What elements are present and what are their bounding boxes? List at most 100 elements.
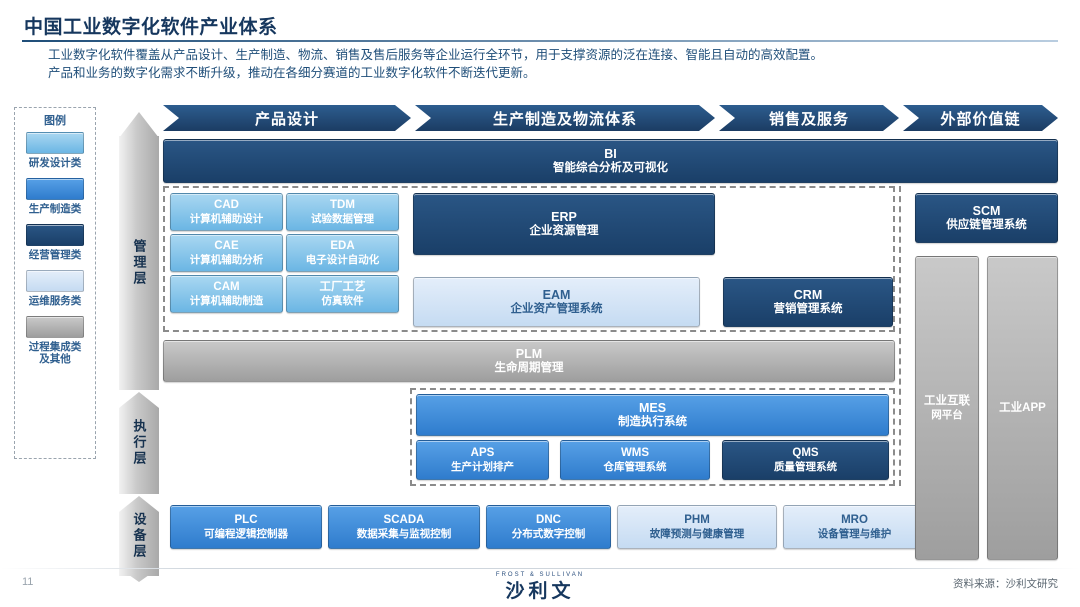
title-divider <box>22 40 1058 42</box>
node-crm-abbr: CRM <box>793 288 823 302</box>
node-cae-cn: 计算机辅助分析 <box>189 254 264 266</box>
legend-swatch-manufacturing <box>26 178 84 200</box>
legend-label-management: 经营管理类 <box>28 249 82 261</box>
node-tdm[interactable]: TDM 试验数据管理 <box>286 193 399 231</box>
node-eam[interactable]: EAM 企业资产管理系统 <box>413 277 700 327</box>
node-tdm-cn: 试验数据管理 <box>311 213 374 225</box>
page-subtitle: 工业数字化软件覆盖从产品设计、生产制造、物流、销售及售后服务等企业运行全环节，用… <box>48 46 1058 82</box>
legend-swatch-process <box>26 316 84 338</box>
node-cad-abbr: CAD <box>214 199 239 211</box>
node-mes-cn: 制造执行系统 <box>618 416 687 428</box>
node-wms[interactable]: WMS 仓库管理系统 <box>560 440 710 480</box>
subtitle-line-2: 产品和业务的数字化需求不断升级，推动在各细分赛道的工业数字化软件不断迭代更新。 <box>48 66 536 80</box>
node-industrial-internet-platform[interactable]: 工业互联 网平台 <box>915 256 979 560</box>
node-dnc-cn: 分布式数字控制 <box>511 528 586 540</box>
group-execution-row <box>410 388 895 486</box>
node-phm[interactable]: PHM 故障预测与健康管理 <box>617 505 777 549</box>
layer-execution: 执行层 <box>119 392 159 494</box>
node-scm-abbr: SCM <box>972 204 1001 218</box>
legend-label-ops: 运维服务类 <box>28 295 82 307</box>
node-industrial-app[interactable]: 工业APP <box>987 256 1058 560</box>
node-iiot-abbr: 工业互联 <box>924 395 970 407</box>
node-erp-abbr: ERP <box>551 210 577 224</box>
divider-external-chain <box>899 186 901 486</box>
node-cae[interactable]: CAE 计算机辅助分析 <box>170 234 283 272</box>
node-erp-cn: 企业资源管理 <box>529 225 599 237</box>
layer-management: 管理层 <box>119 136 159 390</box>
subtitle-line-1: 工业数字化软件覆盖从产品设计、生产制造、物流、销售及售后服务等企业运行全环节，用… <box>48 48 824 62</box>
page-title: 中国工业数字化软件产业体系 <box>24 17 278 38</box>
node-crm-cn: 营销管理系统 <box>773 303 843 315</box>
node-mro-abbr: MRO <box>841 514 868 526</box>
node-bi-abbr: BI <box>604 147 617 161</box>
node-dnc-abbr: DNC <box>536 514 561 526</box>
node-scm[interactable]: SCM 供应链管理系统 <box>915 193 1058 243</box>
node-scada-cn: 数据采集与监视控制 <box>356 528 452 540</box>
node-plm[interactable]: PLM 生命周期管理 <box>163 340 895 382</box>
node-phm-abbr: PHM <box>684 514 710 526</box>
brand-logo: FROST & SULLIVAN 沙利文 <box>0 572 1080 603</box>
legend-title: 图例 <box>44 115 66 127</box>
node-plc-abbr: PLC <box>234 514 258 526</box>
node-mro[interactable]: MRO 设备管理与维护 <box>783 505 926 549</box>
layer-equipment: 设备层 <box>119 496 159 576</box>
node-erp[interactable]: ERP 企业资源管理 <box>413 193 715 255</box>
node-fps-cn: 仿真软件 <box>321 295 364 307</box>
node-qms-abbr: QMS <box>792 447 819 459</box>
legend-swatch-management <box>26 224 84 246</box>
node-eam-cn: 企业资产管理系统 <box>510 303 603 315</box>
layer-arrow: 管理层 执行层 设备层 <box>119 112 159 582</box>
node-eam-abbr: EAM <box>542 288 571 302</box>
phase-sales-service: 销售及服务 <box>719 105 899 131</box>
node-aps[interactable]: APS 生产计划排产 <box>416 440 549 480</box>
node-scada[interactable]: SCADA 数据采集与监视控制 <box>328 505 480 549</box>
legend-label-rd: 研发设计类 <box>28 157 82 169</box>
node-eda[interactable]: EDA 电子设计自动化 <box>286 234 399 272</box>
node-bi-cn: 智能综合分析及可视化 <box>553 162 668 174</box>
footer-divider <box>0 568 1080 569</box>
brand-name-cn: 沙利文 <box>505 581 575 602</box>
node-iiot-cn: 网平台 <box>931 409 963 421</box>
legend-swatch-ops <box>26 270 84 292</box>
node-qms[interactable]: QMS 质量管理系统 <box>722 440 889 480</box>
node-cam[interactable]: CAM 计算机辅助制造 <box>170 275 283 313</box>
node-fps-abbr: 工厂工艺 <box>319 281 366 293</box>
node-scada-abbr: SCADA <box>383 514 425 526</box>
node-phm-cn: 故障预测与健康管理 <box>649 528 745 540</box>
node-aps-cn: 生产计划排产 <box>451 461 514 473</box>
legend-panel: 图例 研发设计类 生产制造类 经营管理类 运维服务类 过程集成类 及其他 <box>14 107 96 459</box>
node-plm-cn: 生命周期管理 <box>494 362 564 374</box>
node-mes[interactable]: MES 制造执行系统 <box>416 394 889 436</box>
node-plc[interactable]: PLC 可编程逻辑控制器 <box>170 505 322 549</box>
layer-management-label: 管理层 <box>131 239 147 287</box>
node-factory-process-simulation[interactable]: 工厂工艺 仿真软件 <box>286 275 399 313</box>
node-mes-abbr: MES <box>638 401 667 415</box>
node-eda-abbr: EDA <box>330 240 355 252</box>
node-cam-abbr: CAM <box>213 281 240 293</box>
node-bi[interactable]: BI 智能综合分析及可视化 <box>163 139 1058 183</box>
node-plc-cn: 可编程逻辑控制器 <box>204 528 288 540</box>
node-iapp-abbr: 工业APP <box>999 402 1046 414</box>
group-management-row <box>163 186 895 332</box>
layer-arrow-tip-icon <box>119 112 159 138</box>
legend-swatch-rd <box>26 132 84 154</box>
node-mro-cn: 设备管理与维护 <box>817 528 892 540</box>
node-cad-cn: 计算机辅助设计 <box>189 213 264 225</box>
node-crm[interactable]: CRM 营销管理系统 <box>723 277 893 327</box>
node-qms-cn: 质量管理系统 <box>774 461 837 473</box>
node-tdm-abbr: TDM <box>330 199 355 211</box>
phase-manufacturing: 生产制造及物流体系 <box>415 105 715 131</box>
node-cam-cn: 计算机辅助制造 <box>189 295 264 307</box>
node-cae-abbr: CAE <box>214 240 239 252</box>
node-plm-abbr: PLM <box>515 347 543 361</box>
node-wms-abbr: WMS <box>620 447 650 459</box>
page-number: 11 <box>22 576 34 588</box>
node-cad[interactable]: CAD 计算机辅助设计 <box>170 193 283 231</box>
layer-equipment-label: 设备层 <box>131 512 147 560</box>
phase-product-design: 产品设计 <box>163 105 411 131</box>
node-dnc[interactable]: DNC 分布式数字控制 <box>486 505 611 549</box>
node-scm-cn: 供应链管理系统 <box>946 219 1027 231</box>
legend-label-manufacturing: 生产制造类 <box>28 203 82 215</box>
node-aps-abbr: APS <box>470 447 495 459</box>
source-note: 资料来源：沙利文研究 <box>953 578 1058 590</box>
